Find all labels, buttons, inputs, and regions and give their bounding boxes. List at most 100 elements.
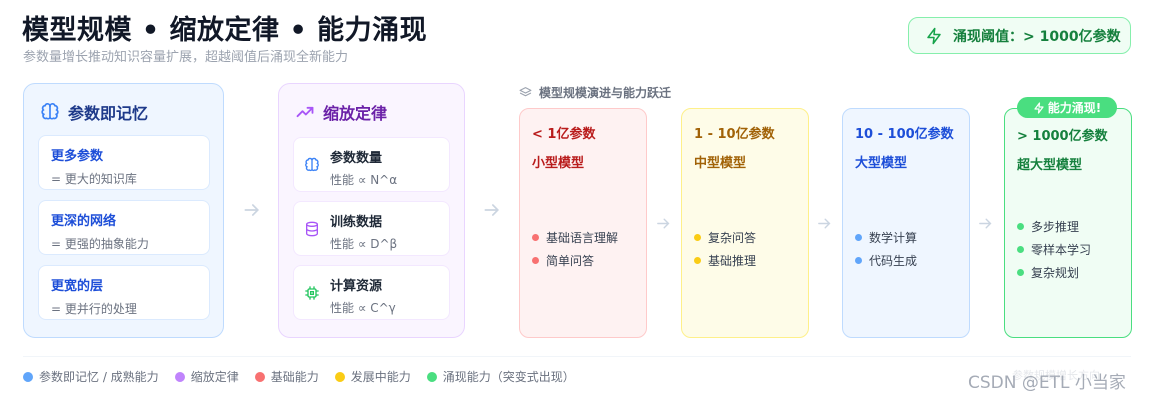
ability-item: 零样本学习 xyxy=(1017,238,1091,261)
stage-range: < 1亿参数 xyxy=(532,127,596,142)
stage-name: 大型模型 xyxy=(855,156,908,171)
scaling-item: 参数数量 性能 ∝ N^α xyxy=(293,137,450,192)
ability-text: 复杂问答 xyxy=(708,231,757,245)
page-subtitle: 参数量增长推动知识容量扩展，超越阈值后涌现全新能力 xyxy=(23,50,349,65)
legend-item: 发展中能力 xyxy=(334,368,411,385)
scaling-item-formula: 性能 ∝ D^β xyxy=(330,237,398,251)
ability-item: 简单问答 xyxy=(532,249,618,272)
ability-text: 数学计算 xyxy=(869,231,918,245)
ability-text: 代码生成 xyxy=(869,254,918,268)
stage-range: 10 - 100亿参数 xyxy=(855,127,954,142)
arrow-right-icon xyxy=(977,213,994,237)
brain-icon xyxy=(305,157,319,172)
memory-item-desc: = 更大的知识库 xyxy=(51,172,137,186)
legend-item: 基础能力 xyxy=(254,368,319,385)
ability-item: 复杂规划 xyxy=(1017,261,1091,284)
stage-small-model: < 1亿参数 小型模型 基础语言理解 简单问答 xyxy=(519,108,647,338)
legend-label: 涌现能力（突变式出现） xyxy=(442,370,575,384)
watermark: CSDN @ETL 小当家 xyxy=(968,373,1126,393)
legend: 参数即记忆 / 成熟能力 缩放定律 基础能力 发展中能力 涌现能力（突变式出现） xyxy=(23,368,575,385)
stage-name: 小型模型 xyxy=(532,156,585,171)
divider xyxy=(23,356,1131,357)
legend-label: 基础能力 xyxy=(270,370,319,384)
ability-text: 复杂规划 xyxy=(1031,266,1080,280)
ability-text: 多步推理 xyxy=(1031,220,1080,234)
chip-icon xyxy=(305,286,319,300)
legend-swatch xyxy=(426,371,437,382)
arrow-right-icon xyxy=(655,213,672,237)
bullet-dot xyxy=(694,234,701,241)
ability-item: 复杂问答 xyxy=(694,226,756,249)
memory-item: 更深的网络 = 更强的抽象能力 xyxy=(38,200,210,255)
scaling-item-title: 计算资源 xyxy=(330,279,383,294)
bullet-dot xyxy=(694,257,701,264)
ability-item: 代码生成 xyxy=(855,249,917,272)
arrow-right-icon xyxy=(482,200,502,225)
memory-card: 参数即记忆 更多参数 = 更大的知识库 更深的网络 = 更强的抽象能力 更宽的层… xyxy=(23,83,224,338)
scaling-item-formula: 性能 ∝ N^α xyxy=(330,173,398,187)
evolution-label-text: 模型规模演进与能力跃迁 xyxy=(539,86,672,100)
ability-list: 多步推理 零样本学习 复杂规划 xyxy=(1017,215,1091,284)
scaling-item: 训练数据 性能 ∝ D^β xyxy=(293,201,450,256)
legend-label: 参数即记忆 / 成熟能力 xyxy=(39,370,159,384)
stage-xlarge-model: > 1000亿参数 超大型模型 多步推理 零样本学习 复杂规划 xyxy=(1004,108,1132,338)
bullet-dot xyxy=(855,257,862,264)
stage-medium-model: 1 - 10亿参数 中型模型 复杂问答 基础推理 xyxy=(681,108,809,338)
bullet-dot xyxy=(1017,269,1024,276)
memory-item-title: 更深的网络 xyxy=(51,214,117,229)
bullet-dot xyxy=(532,234,539,241)
trending-up-icon xyxy=(296,106,314,118)
memory-item: 更宽的层 = 更并行的处理 xyxy=(38,265,210,320)
memory-item: 更多参数 = 更大的知识库 xyxy=(38,135,210,190)
emergence-badge-text: 能力涌现! xyxy=(1047,101,1102,115)
legend-label: 缩放定律 xyxy=(190,370,239,384)
brain-icon xyxy=(41,102,59,120)
scaling-card-title: 缩放定律 xyxy=(323,104,388,123)
bullet-dot xyxy=(855,234,862,241)
legend-swatch xyxy=(174,371,185,382)
ability-list: 数学计算 代码生成 xyxy=(855,226,917,272)
memory-item-title: 更宽的层 xyxy=(51,279,104,294)
memory-card-title: 参数即记忆 xyxy=(68,104,149,123)
bullet-dot xyxy=(532,257,539,264)
memory-item-title: 更多参数 xyxy=(51,149,104,164)
legend-label: 发展中能力 xyxy=(350,370,411,384)
lightning-icon xyxy=(1034,101,1044,114)
legend-swatch xyxy=(254,371,265,382)
stage-large-model: 10 - 100亿参数 大型模型 数学计算 代码生成 xyxy=(842,108,970,338)
scaling-item: 计算资源 性能 ∝ C^γ xyxy=(293,265,450,320)
scaling-item-title: 训练数据 xyxy=(330,215,383,230)
legend-item: 涌现能力（突变式出现） xyxy=(426,368,575,385)
threshold-text: 涌现阈值：> 1000亿参数 xyxy=(953,28,1121,45)
scaling-card-header: 缩放定律 xyxy=(295,100,387,124)
stage-name: 中型模型 xyxy=(694,156,747,171)
ability-text: 基础推理 xyxy=(708,254,757,268)
scaling-item-title: 参数数量 xyxy=(330,151,383,166)
page-title: 模型规模 • 缩放定律 • 能力涌现 xyxy=(22,15,428,46)
scaling-item-formula: 性能 ∝ C^γ xyxy=(330,301,396,315)
ability-list: 基础语言理解 简单问答 xyxy=(532,226,618,272)
bullet-dot xyxy=(1017,223,1024,230)
legend-swatch xyxy=(23,371,33,382)
ability-item: 基础语言理解 xyxy=(532,226,618,249)
layers-icon xyxy=(519,87,532,97)
bullet-dot xyxy=(1017,246,1024,253)
legend-item: 缩放定律 xyxy=(174,368,239,385)
faint-caption: 参数规模增长方向 xyxy=(1012,369,1100,382)
database-icon xyxy=(306,221,318,237)
ability-item: 基础推理 xyxy=(694,249,756,272)
memory-card-header: 参数即记忆 xyxy=(40,100,148,124)
stage-range: 1 - 10亿参数 xyxy=(694,127,775,142)
evolution-label: 模型规模演进与能力跃迁 xyxy=(519,84,671,101)
ability-list: 复杂问答 基础推理 xyxy=(694,226,756,272)
scaling-card: 缩放定律 参数数量 性能 ∝ N^α 训练数据 性能 ∝ D^β 计算资源 性能… xyxy=(278,83,465,338)
legend-item: 参数即记忆 / 成熟能力 xyxy=(23,368,159,385)
emergence-badge: 能力涌现! xyxy=(1017,97,1117,118)
memory-item-desc: = 更并行的处理 xyxy=(51,302,137,316)
ability-text: 零样本学习 xyxy=(1031,243,1092,257)
stage-range: > 1000亿参数 xyxy=(1017,129,1108,144)
stage-name: 超大型模型 xyxy=(1017,158,1083,173)
ability-item: 多步推理 xyxy=(1017,215,1091,238)
ability-item: 数学计算 xyxy=(855,226,917,249)
legend-swatch xyxy=(334,371,345,382)
